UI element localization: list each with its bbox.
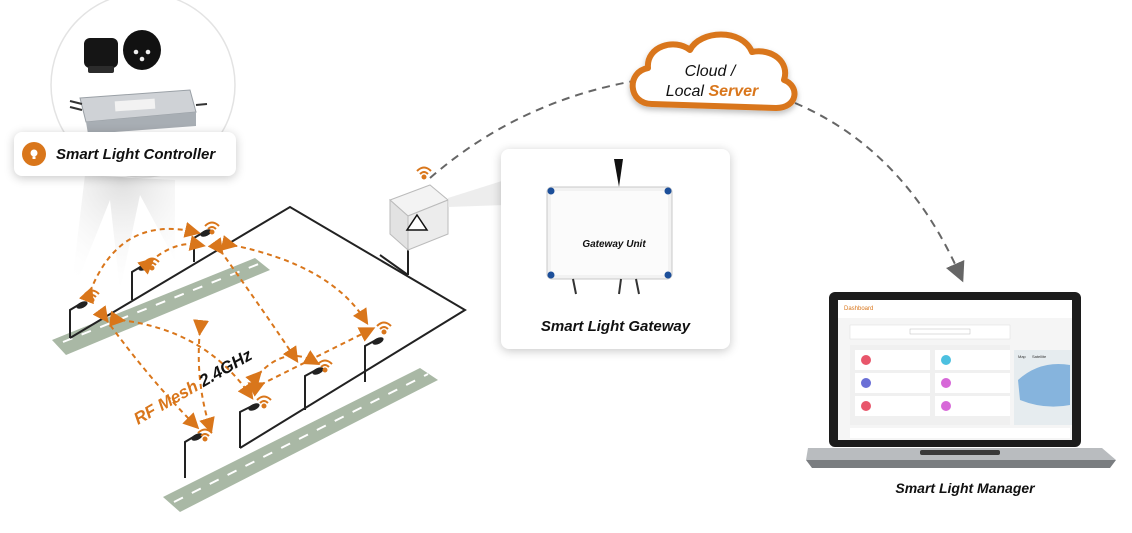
gateway-box-icon bbox=[389, 184, 449, 252]
stat-tiles bbox=[855, 350, 1010, 416]
rf-mesh-label: RF Mesh 2.4GHz bbox=[131, 345, 256, 428]
wifi-icon bbox=[197, 428, 213, 442]
cloud-icon bbox=[629, 31, 798, 111]
stat-tile-icon bbox=[941, 401, 951, 411]
street-lamp-icon bbox=[200, 229, 212, 237]
dashboard-brand: Dashboard bbox=[844, 306, 873, 312]
driver-module-icon bbox=[69, 89, 208, 134]
controller-label: Smart Light Controller bbox=[56, 145, 216, 163]
map-tab: Map bbox=[1018, 354, 1027, 359]
antenna-icon bbox=[614, 159, 623, 187]
link-gateway-to-cloud bbox=[429, 79, 641, 179]
road-lower bbox=[163, 368, 438, 512]
street-lamp-icon bbox=[248, 403, 260, 411]
street-lamp-icon bbox=[191, 433, 203, 441]
street-lamp-icon bbox=[76, 301, 88, 309]
stat-tile-icon bbox=[861, 378, 871, 388]
stat-tile-icon bbox=[941, 355, 951, 365]
sensor-cap-icon bbox=[123, 30, 161, 70]
cloud-label-line1: Cloud / bbox=[685, 63, 737, 80]
cloud-label-line2: Local Server bbox=[666, 83, 759, 100]
wifi-icon bbox=[376, 321, 392, 335]
map-tab: Satellite bbox=[1032, 354, 1047, 359]
manager-label: Smart Light Manager bbox=[895, 480, 1035, 496]
street-lamp-icon bbox=[312, 367, 324, 375]
stat-tile-icon bbox=[941, 378, 951, 388]
wifi-icon bbox=[416, 166, 432, 180]
rf-mesh-links bbox=[78, 221, 376, 434]
wifi-icon bbox=[204, 221, 220, 235]
street-lamp-icon bbox=[372, 337, 384, 345]
manager-dashboard-screen: Dashboard Map Satellite bbox=[838, 300, 1072, 438]
wifi-icon bbox=[84, 289, 100, 303]
link-cloud-to-manager bbox=[794, 102, 965, 283]
wifi-signal-icons bbox=[84, 166, 432, 442]
gateway-unit-image: Gateway Unit bbox=[546, 159, 673, 295]
wifi-icon bbox=[317, 359, 333, 373]
stat-tile-icon bbox=[861, 401, 871, 411]
gateway-unit-label: Gateway Unit bbox=[582, 239, 646, 250]
controller-label-card: Smart Light Controller bbox=[14, 132, 236, 176]
wifi-icon bbox=[256, 395, 272, 409]
gateway-caption: Smart Light Gateway bbox=[540, 318, 691, 335]
sensor-cap-icon bbox=[84, 38, 118, 73]
wifi-icon bbox=[144, 257, 160, 271]
stat-tile-icon bbox=[861, 355, 871, 365]
gateway-beam bbox=[448, 180, 505, 207]
gateway-card: Gateway Unit Smart Light Gateway bbox=[501, 149, 730, 349]
map-panel: Map Satellite bbox=[1014, 350, 1072, 425]
lightbulb-icon bbox=[22, 142, 46, 166]
